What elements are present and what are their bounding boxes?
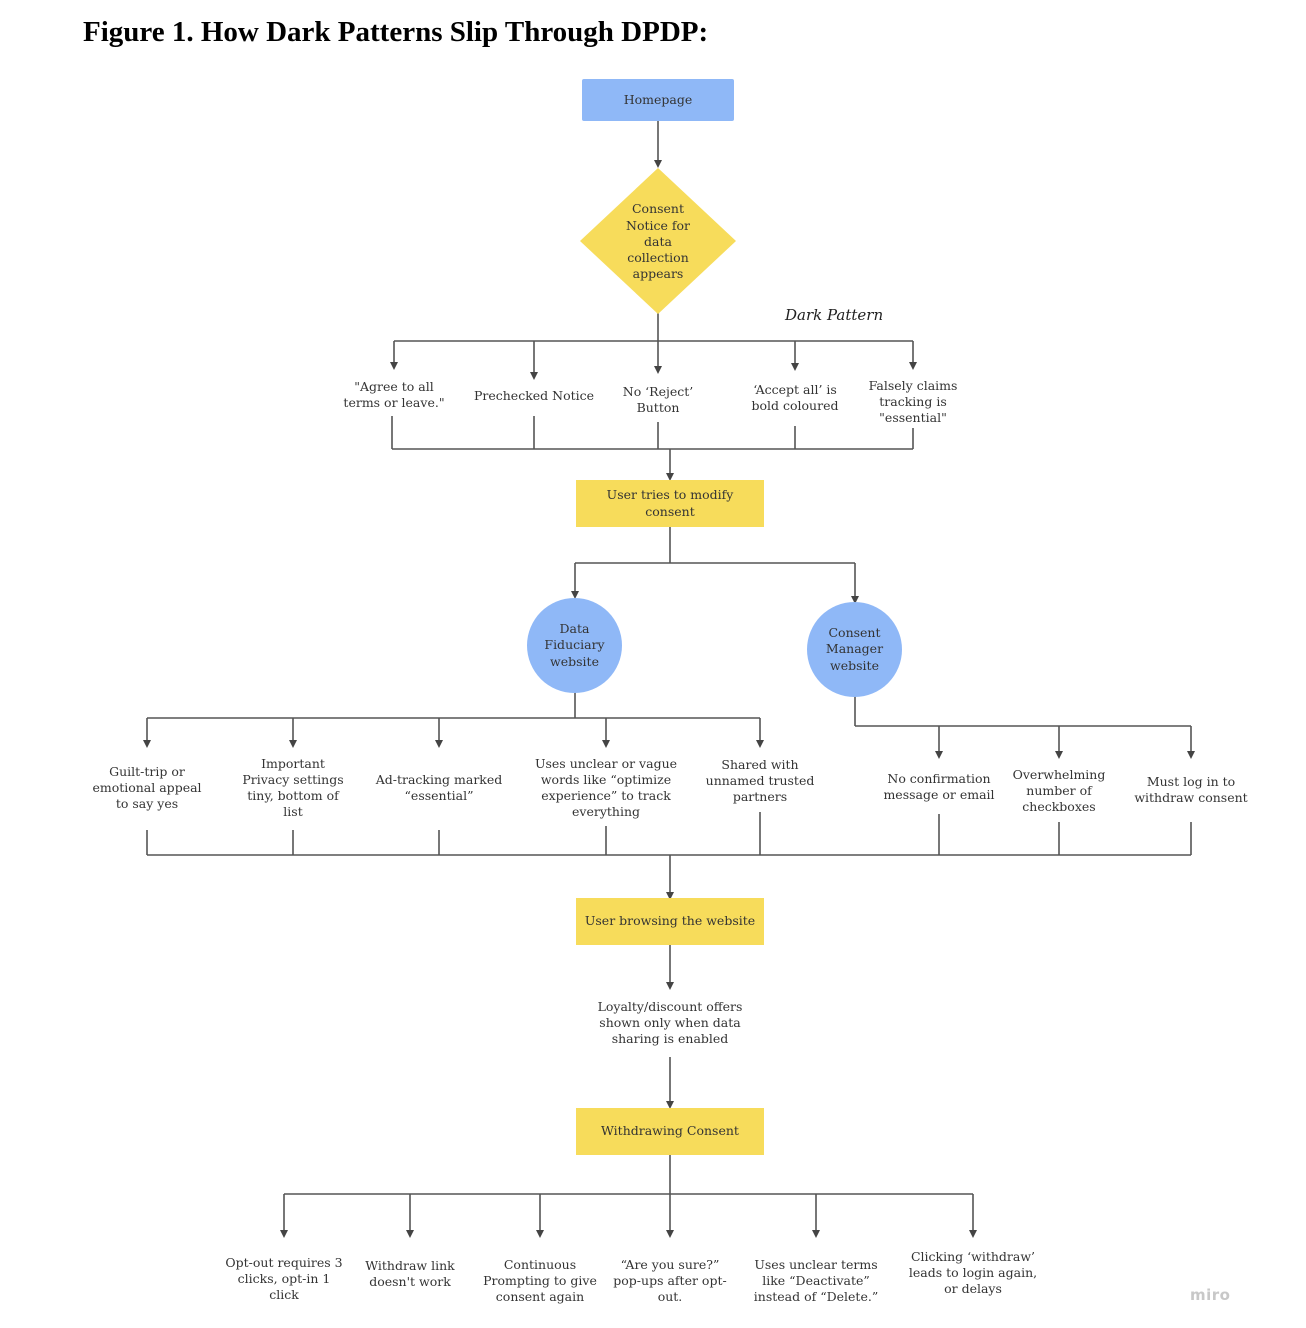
pattern-withdraw-link-broken: Withdraw link doesn't work	[365, 1257, 455, 1289]
homepage-node: Homepage	[582, 79, 734, 121]
withdrawing-consent-node: Withdrawing Consent	[576, 1108, 764, 1155]
pattern-no-confirmation: No confirmation message or email	[883, 770, 995, 802]
pattern-accept-all-bold: ‘Accept all’ is bold coloured	[751, 381, 839, 413]
consent-manager-node: Consent Manager website	[807, 602, 902, 697]
pattern-prechecked-notice: Prechecked Notice	[473, 387, 595, 403]
pattern-vague-words: Uses unclear or vague words like “optimi…	[534, 755, 678, 820]
pattern-continuous-prompting: Continuous Prompting to give consent aga…	[483, 1256, 597, 1305]
pattern-deactivate-vs-delete: Uses unclear terms like “Deactivate” ins…	[753, 1256, 879, 1305]
data-fiduciary-node: Data Fiduciary website	[527, 598, 622, 693]
pattern-guilt-trip: Guilt-trip or emotional appeal to say ye…	[92, 763, 202, 812]
pattern-login-to-withdraw: Must log in to withdraw consent	[1134, 773, 1248, 805]
pattern-overwhelming-checkboxes: Overwhelming number of checkboxes	[1012, 766, 1106, 815]
pattern-agree-or-leave: "Agree to all terms or leave."	[343, 378, 445, 410]
consent-notice-label: Consent Notice for data collection appea…	[626, 201, 690, 282]
consent-notice-diamond	[580, 168, 736, 314]
figure-title: Figure 1. How Dark Patterns Slip Through…	[83, 16, 709, 48]
loyalty-offers-text: Loyalty/discount offers shown only when …	[597, 998, 743, 1047]
dark-pattern-label: Dark Pattern	[785, 306, 884, 324]
pattern-no-reject-button: No ‘Reject’ Button	[622, 383, 694, 415]
browsing-node: User browsing the website	[576, 898, 764, 945]
pattern-opt-out-clicks: Opt-out requires 3 clicks, opt-in 1 clic…	[225, 1254, 343, 1303]
pattern-tiny-privacy-settings: Important Privacy settings tiny, bottom …	[242, 755, 344, 820]
miro-watermark: miro	[1190, 1286, 1231, 1304]
modify-consent-node: User tries to modify consent	[576, 480, 764, 527]
pattern-false-essential: Falsely claims tracking is "essential"	[868, 377, 958, 426]
pattern-unnamed-partners: Shared with unnamed trusted partners	[705, 756, 815, 805]
pattern-withdraw-login-delays: Clicking ‘withdraw’ leads to login again…	[908, 1248, 1038, 1297]
pattern-ad-tracking-essential: Ad-tracking marked “essential”	[375, 771, 503, 803]
pattern-are-you-sure-popups: “Are you sure?” pop-ups after opt-out.	[613, 1256, 727, 1305]
